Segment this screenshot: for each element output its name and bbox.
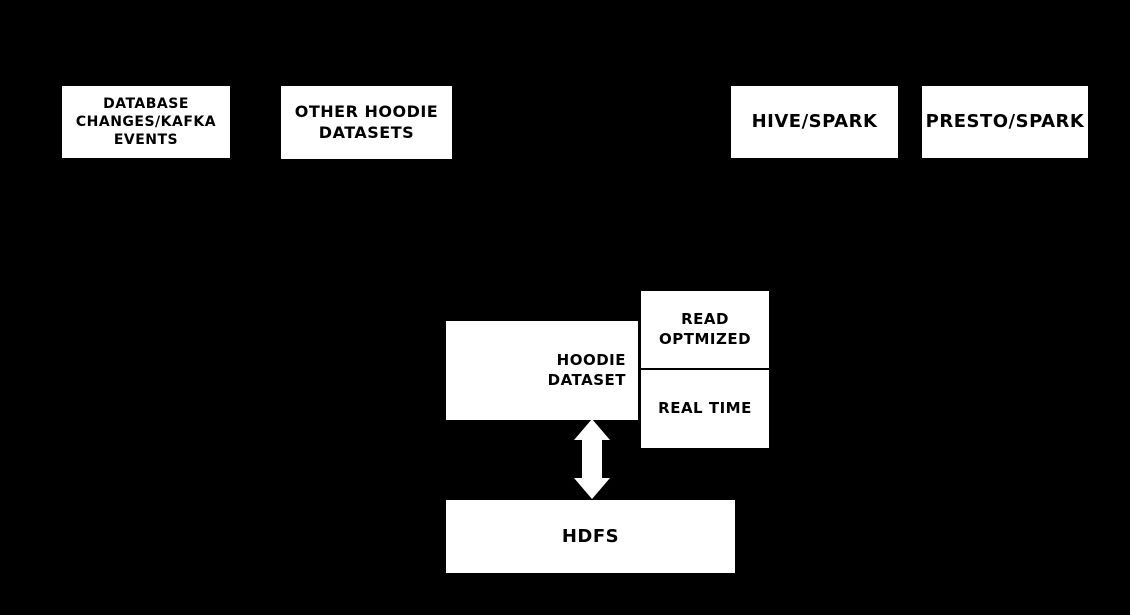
node-database-changes-kafka-events: DATABASE CHANGES/KAFKA EVENTS (62, 86, 230, 158)
node-hdfs-label: HDFS (561, 525, 620, 547)
node-hdfs: HDFS (446, 500, 735, 573)
node-other-hoodie-datasets-label: OTHER HOODIE DATASETS (294, 101, 439, 142)
node-presto-spark: PRESTO/SPARK (922, 86, 1088, 158)
node-real-time-view: REAL TIME (641, 370, 769, 448)
node-hive-spark-label: HIVE/SPARK (751, 111, 878, 133)
node-hive-spark: HIVE/SPARK (731, 86, 898, 158)
node-read-optimized-view: READ OPTMIZED (641, 291, 769, 368)
node-presto-spark-label: PRESTO/SPARK (925, 111, 1085, 133)
node-real-time-label: REAL TIME (658, 399, 752, 418)
node-database-changes-label: DATABASE CHANGES/KAFKA EVENTS (75, 95, 217, 149)
node-hoodie-dataset: HOODIE DATASET (446, 321, 638, 420)
node-hoodie-dataset-label: HOODIE DATASET (547, 351, 626, 389)
node-other-hoodie-datasets: OTHER HOODIE DATASETS (281, 86, 452, 159)
up-down-double-arrow-icon (574, 419, 610, 499)
node-read-optimized-label: READ OPTMIZED (658, 310, 752, 348)
